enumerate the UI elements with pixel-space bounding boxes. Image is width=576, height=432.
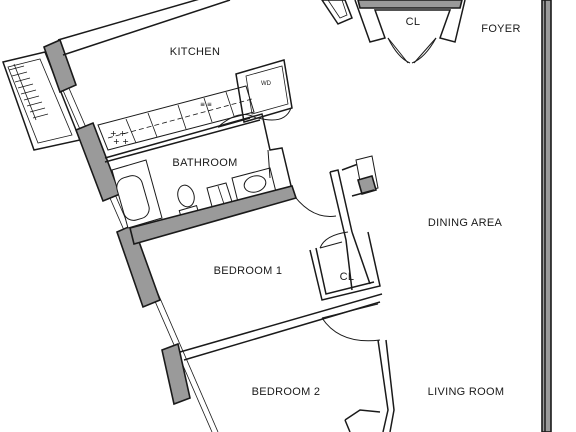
svg-text:+ +: + + <box>113 137 129 146</box>
label-kitchen: KITCHEN <box>169 46 221 58</box>
bedroom2-partition <box>344 339 395 432</box>
bath-bedroom-wall <box>129 185 298 245</box>
label-bedroom1: BEDROOM 1 <box>213 265 283 277</box>
kitchen-counter: + + + + ≡ ≡ <box>97 85 255 151</box>
label-living-room: LIVING ROOM <box>427 386 505 398</box>
cooktop-burners: + + + + <box>110 129 129 146</box>
label-foyer: FOYER <box>481 23 521 35</box>
right-wall <box>541 0 552 432</box>
bathtub <box>111 159 163 229</box>
label-washer-dryer: WD <box>261 81 271 87</box>
label-closet-top: CL <box>405 16 421 28</box>
label-closet-bedroom: CL <box>339 271 355 283</box>
bedroom1-closet <box>309 231 381 301</box>
label-bathroom: BATHROOM <box>172 157 238 169</box>
top-closet <box>354 0 466 64</box>
stair-treads <box>8 63 49 121</box>
refrigerator <box>321 0 353 25</box>
top-wall <box>57 0 231 56</box>
svg-text:≡ ≡: ≡ ≡ <box>200 101 212 108</box>
column-partition <box>329 155 379 233</box>
label-bedroom2: BEDROOM 2 <box>251 386 321 398</box>
label-dining-area: DINING AREA <box>427 217 503 229</box>
svg-text:+ +: + + <box>110 129 126 138</box>
bedroom-divider-wall <box>179 293 383 361</box>
interior-wall-right <box>329 171 353 291</box>
